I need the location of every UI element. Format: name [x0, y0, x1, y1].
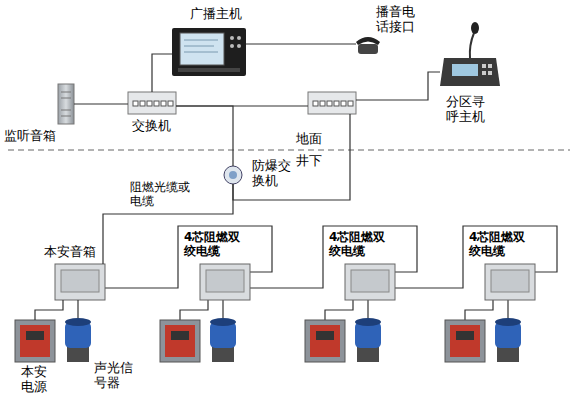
device-node: 声光信号器: [65, 318, 91, 362]
cable-connector: [246, 43, 356, 44]
switch-device: [308, 92, 356, 114]
device-node: 交换机: [128, 92, 176, 114]
beacon-icon: [65, 318, 521, 362]
device-label: 监听音箱: [4, 128, 56, 143]
free-label: 4芯阻燃双绞电缆: [329, 230, 387, 258]
device-label: 防爆交换机: [252, 158, 293, 188]
free-label: 井下: [296, 153, 322, 168]
cable-connector: [77, 300, 78, 318]
switch-device: [128, 92, 176, 114]
divider-line: [8, 150, 570, 151]
cable-connector: [152, 54, 172, 92]
free-label: 地面: [296, 131, 322, 146]
device-node: 广播主机: [172, 28, 246, 76]
cable-connector: [176, 106, 233, 166]
device-label: 分区寻呼主机: [446, 94, 487, 124]
speaker-box: [55, 264, 535, 300]
monitor-speaker: [58, 84, 74, 124]
device-node: 播音电话接口: [356, 36, 380, 52]
device-label: 声光信号器: [94, 360, 135, 390]
device-node: 防爆交换机: [224, 166, 242, 184]
device-node: 本安音箱: [55, 264, 105, 300]
wire: [105, 72, 557, 320]
free-label: 4芯阻燃双绞电缆: [469, 230, 527, 258]
device-label: 交换机: [132, 118, 171, 133]
free-label: 4芯阻燃双绞电缆: [184, 230, 242, 258]
device-label: 播音电话接口: [376, 4, 417, 34]
device-label: 广播主机: [190, 6, 242, 21]
paging-console: [440, 22, 500, 86]
device-node: 分区寻呼主机: [440, 24, 500, 88]
cable-connector: [35, 300, 63, 320]
host-device: [172, 28, 246, 76]
device-label: 本安音箱: [44, 244, 96, 259]
explosion-proof-switch: [224, 166, 242, 184]
device-node: 本安电源: [15, 320, 55, 362]
device-label: 本安电源: [21, 364, 49, 394]
device-node: 监听音箱: [58, 84, 74, 124]
cable-label: 阻燃光缆或电缆: [130, 180, 192, 208]
power-box: [15, 320, 485, 362]
phone-icon: [356, 37, 380, 54]
cable-connector: [74, 103, 128, 104]
